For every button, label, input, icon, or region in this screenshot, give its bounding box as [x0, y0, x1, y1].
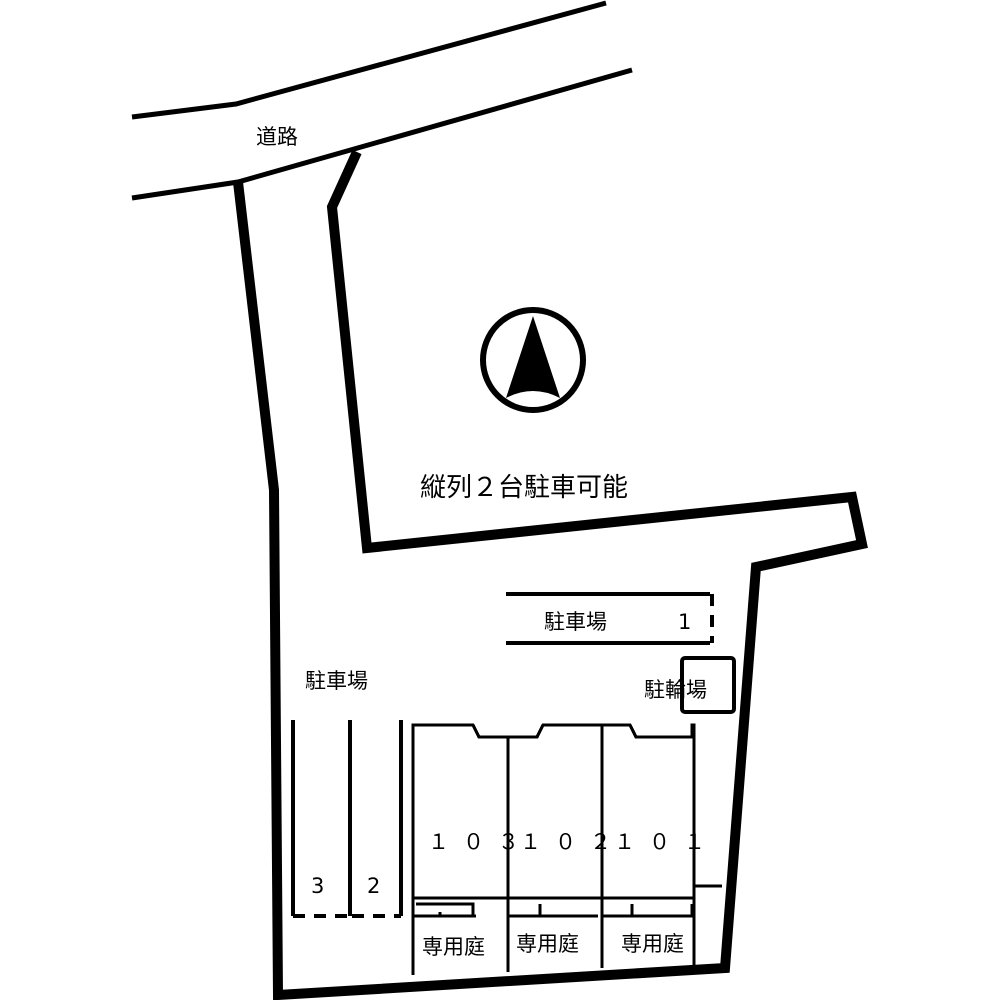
parking-label-top: 駐車場: [544, 610, 607, 634]
unit-101-garden-label: 専用庭: [621, 932, 684, 956]
parking-space-1: 駐車場 1: [506, 592, 714, 645]
parking-label: 駐車場: [305, 669, 368, 693]
road-edge-top: [131, 0, 607, 120]
unit-101-number: １０１: [614, 830, 719, 854]
bicycle-parking-label: 駐輪場: [644, 678, 707, 702]
parking-space-3: 3: [291, 720, 352, 918]
parking-slot-2-number: 2: [367, 874, 380, 898]
building: １０３ １０２ １０１ 専用庭 専用庭 専用庭: [411, 723, 722, 975]
unit-103-garden-label: 専用庭: [422, 935, 485, 959]
road-label: 道路: [256, 125, 298, 149]
parking-slot-3-number: 3: [311, 874, 324, 898]
unit-103-number: １０３: [428, 830, 533, 854]
property-boundary: [233, 149, 868, 1000]
north-arrow-icon: [480, 307, 586, 413]
road: 道路: [131, 0, 633, 201]
building-outline: [411, 723, 696, 900]
parking-space-2: 2: [352, 720, 403, 918]
road-edge-bottom: [131, 67, 633, 201]
parking-slot-1-number: 1: [678, 610, 691, 634]
unit-102-number: １０２: [520, 830, 625, 854]
unit-102-garden-label: 専用庭: [516, 932, 579, 956]
bicycle-parking: 駐輪場: [644, 656, 736, 714]
tandem-parking-note: 縦列２台駐車可能: [420, 473, 628, 503]
